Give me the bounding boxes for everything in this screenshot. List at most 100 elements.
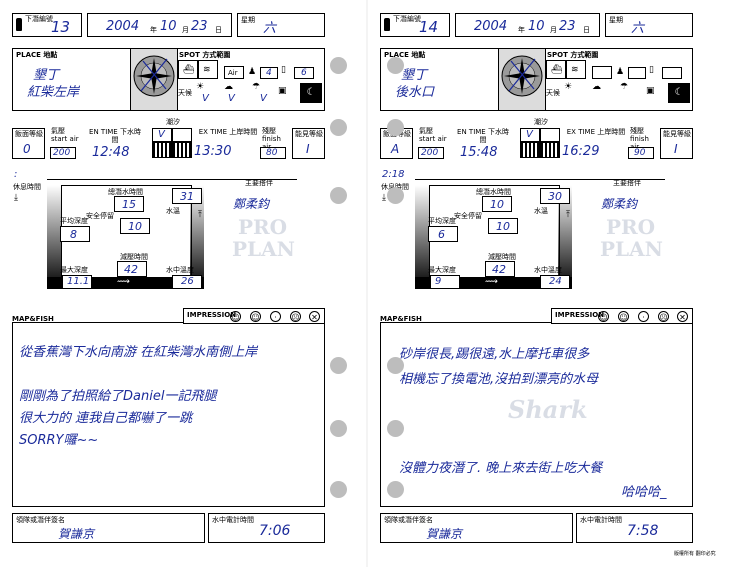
- place-line-1: 墾丁: [33, 68, 60, 83]
- binder-hole: [387, 57, 404, 74]
- start-air-box: 200: [418, 147, 444, 159]
- computer-box: 水中電計時間 7:06: [208, 513, 325, 543]
- day-suffix: 日: [215, 26, 222, 34]
- avg-depth-value: 6: [438, 228, 445, 241]
- level-value: 0: [23, 142, 31, 156]
- shore-icon: ≋: [571, 65, 579, 75]
- camera-icon: ▣: [646, 86, 655, 96]
- finish-air-value: 80: [266, 148, 278, 158]
- air-box: [592, 66, 612, 79]
- binder-hole: [330, 420, 347, 437]
- face-bad-icon[interactable]: ✕: [677, 311, 688, 322]
- date-year: 2004: [106, 19, 140, 34]
- face-sad-icon[interactable]: ☹: [658, 311, 669, 322]
- note-line: 砂岸很長,踢很遠,水上摩托車很多: [399, 347, 590, 362]
- under-temp-label: 水中溫度: [534, 266, 562, 274]
- face-smile-icon[interactable]: ☺: [250, 311, 261, 322]
- water-temp-label: 水溫: [534, 207, 548, 215]
- person-icon: ♟: [248, 67, 257, 77]
- person-icon: ♟: [616, 67, 625, 77]
- year-suffix: 年: [518, 26, 525, 34]
- note-line: 哈哈哈_: [621, 485, 667, 500]
- weather-label: 天候: [178, 89, 192, 97]
- water-temp-value: 4: [266, 68, 272, 78]
- max-depth-box: 9: [430, 275, 460, 289]
- face-sad-icon[interactable]: ☹: [290, 311, 301, 322]
- bottom-time-box: 10: [482, 196, 512, 212]
- face-neutral-icon[interactable]: ·: [270, 311, 281, 322]
- impression-label: IMPRESSION: [187, 311, 237, 319]
- dive-number-box: 下潛編號 14: [380, 13, 450, 37]
- grade-label: 能見等級: [663, 130, 691, 138]
- tide-wave-2: [540, 142, 560, 158]
- tide-label: 潮汐: [166, 118, 180, 126]
- max-depth-label: 最大深度: [60, 266, 88, 274]
- computer-box: 水中電計時間 7:58: [576, 513, 693, 543]
- face-smile-icon[interactable]: ☺: [618, 311, 629, 322]
- deco-label: 減壓時間: [120, 253, 148, 261]
- under-temp-value: 26: [181, 276, 194, 287]
- month-suffix: 月: [182, 26, 189, 34]
- date-day: 23: [191, 19, 208, 34]
- compass-icon: [133, 55, 175, 97]
- face-happy-icon[interactable]: ☺: [598, 311, 609, 322]
- bottom-time-value: 15: [122, 198, 136, 211]
- check-sun: V: [202, 93, 209, 104]
- safety-label: 安全停留: [454, 212, 482, 220]
- tide-panel: 潮汐 V: [518, 118, 562, 160]
- face-neutral-icon[interactable]: ·: [638, 311, 649, 322]
- signature-box: 領隊或潛伴簽名 賀謙京: [380, 513, 573, 543]
- dive-number: 14: [419, 18, 439, 36]
- ex-time-value: 13:30: [194, 144, 232, 159]
- grade-box: 能見等級 I: [292, 128, 325, 159]
- grade-value: I: [306, 142, 310, 156]
- tide-wave-2: [172, 142, 192, 158]
- deco-value: 42: [492, 263, 506, 276]
- bottom-time-box: 15: [114, 196, 144, 212]
- binder-hole: [387, 119, 404, 136]
- binder-hole: [330, 119, 347, 136]
- impression-bar: IMPRESSION ☺ ☺ · ☹ ✕: [551, 308, 693, 324]
- place-line-1: 墾丁: [401, 68, 428, 83]
- tide-wave-1: [520, 142, 540, 158]
- face-happy-icon[interactable]: ☺: [230, 311, 241, 322]
- binder-hole: [387, 187, 404, 204]
- compass-icon: [501, 55, 543, 97]
- place-label: PLACE 地點: [384, 51, 426, 59]
- notes-box: 砂岸很長,踢很遠,水上摩托車很多相機忘了換電池,沒拍到漂亮的水母沒體力夜潛了. …: [380, 322, 693, 507]
- tide-label: 潮汐: [534, 118, 548, 126]
- finish-air-box: 90: [628, 147, 654, 159]
- spot-label: SPOT 方式範圍: [179, 51, 231, 59]
- dive-number-box: 下潛編號 13: [12, 13, 82, 37]
- shore-icon: ≋: [203, 65, 211, 75]
- camera-icon: ▣: [278, 86, 287, 96]
- binder-hole: [330, 481, 347, 498]
- ex-time-value: 16:29: [562, 144, 600, 159]
- binder-hole: [387, 420, 404, 437]
- check-cloud: V: [228, 93, 235, 104]
- avg-depth-box: 8: [60, 226, 90, 242]
- level-box: 飯面等級 0: [12, 128, 45, 159]
- map-fish-label: MAP&FISH: [380, 315, 422, 323]
- start-air-box: 200: [50, 147, 76, 159]
- shore-dive-box: ≋: [566, 60, 586, 79]
- moon-icon: ☾: [668, 83, 690, 103]
- signature-box: 領隊或潛伴簽名 賀謙京: [12, 513, 205, 543]
- cloud-icon: ☁: [224, 82, 233, 92]
- depth-gradient-right: [190, 185, 204, 289]
- binder-hole: [330, 57, 347, 74]
- signature-label: 領隊或潛伴簽名: [384, 516, 433, 524]
- note-line: SORRY囉~~: [19, 433, 99, 448]
- tide-box-1: V: [152, 128, 172, 142]
- boat-dive-box: ⛴: [546, 60, 566, 79]
- map-fish-label: MAP&FISH: [12, 315, 54, 323]
- finish-air-box: 80: [260, 147, 286, 159]
- surface-label: 休息時間: [13, 183, 41, 191]
- total-time-value: 30: [548, 190, 562, 203]
- avg-depth-value: 8: [70, 228, 77, 241]
- safety-value: 10: [128, 220, 142, 233]
- diver-icon: ⟿: [485, 277, 498, 287]
- diver-entry-icon: ⤓: [382, 193, 386, 203]
- face-bad-icon[interactable]: ✕: [309, 311, 320, 322]
- compass-panel: [498, 49, 546, 110]
